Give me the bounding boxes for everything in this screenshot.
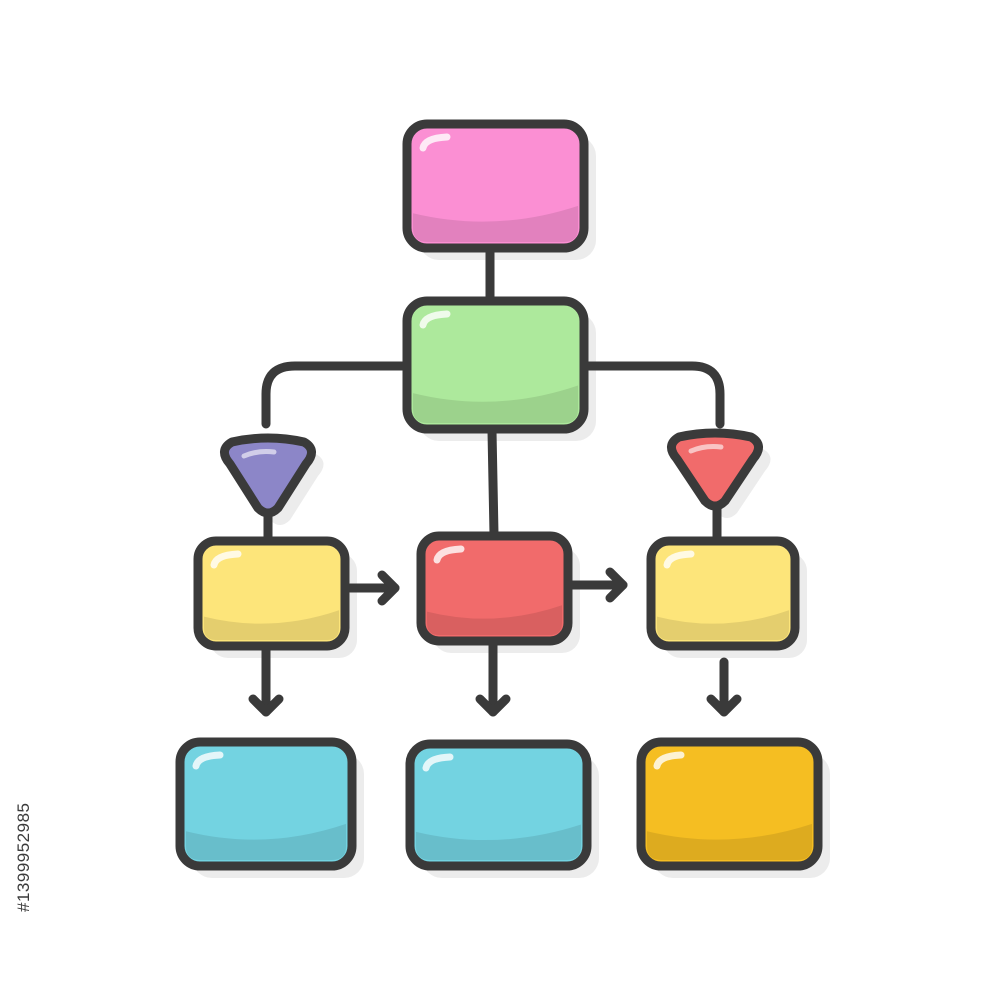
node-band-center-output	[416, 824, 581, 860]
node-shine-right-output	[653, 751, 685, 770]
arrowhead-center-process-to-right-process	[605, 567, 628, 603]
node-center-output	[405, 739, 592, 871]
node-band-middle	[413, 385, 578, 423]
arrowhead-left-process-to-center-process	[377, 570, 400, 606]
node-outline-middle	[402, 296, 589, 434]
connector-middle-to-right-decision	[579, 361, 725, 429]
node-top	[402, 119, 589, 253]
node-left-process	[193, 536, 350, 651]
node-shine-right-decision	[688, 444, 724, 454]
node-left-output	[175, 737, 357, 871]
node-band-right-process	[657, 610, 789, 640]
node-right-decision	[667, 428, 763, 511]
node-outline-right-output	[636, 737, 823, 871]
node-shine-right-process	[663, 550, 695, 569]
node-center-process	[416, 531, 573, 646]
node-middle	[402, 296, 589, 434]
node-outline-center-process	[416, 531, 573, 646]
node-shine-left-output	[192, 751, 224, 770]
node-outline-right-process	[646, 536, 800, 651]
arrowhead-left-process-to-left-output	[248, 694, 284, 717]
node-band-left-process	[204, 610, 339, 640]
node-right-output	[636, 737, 823, 871]
node-band-center-process	[427, 605, 562, 635]
node-outline-center-output	[405, 739, 592, 871]
nodes-layer	[175, 119, 823, 871]
arrowhead-center-process-to-center-output	[475, 694, 511, 717]
stock-image-id: #1399952985	[14, 802, 33, 912]
node-outline-top	[402, 119, 589, 253]
node-shine-left-process	[210, 550, 242, 569]
node-shine-middle	[419, 310, 451, 329]
node-band-right-output	[647, 823, 812, 860]
node-outline-left-output	[175, 737, 357, 871]
connector-middle-to-left-decision	[261, 361, 412, 429]
arrowhead-right-process-to-right-output	[706, 694, 742, 717]
connector-middle-to-center-process	[487, 426, 499, 539]
node-band-top	[413, 205, 578, 242]
node-outline-left-process	[193, 536, 350, 651]
node-shine-center-process	[433, 545, 465, 564]
node-shine-left-decision	[241, 449, 277, 459]
node-shine-top	[419, 133, 451, 152]
node-right-process	[646, 536, 800, 651]
node-band-left-output	[186, 823, 346, 860]
connectors-layer	[248, 245, 742, 717]
node-shine-center-output	[422, 753, 454, 772]
node-left-decision	[220, 433, 316, 518]
